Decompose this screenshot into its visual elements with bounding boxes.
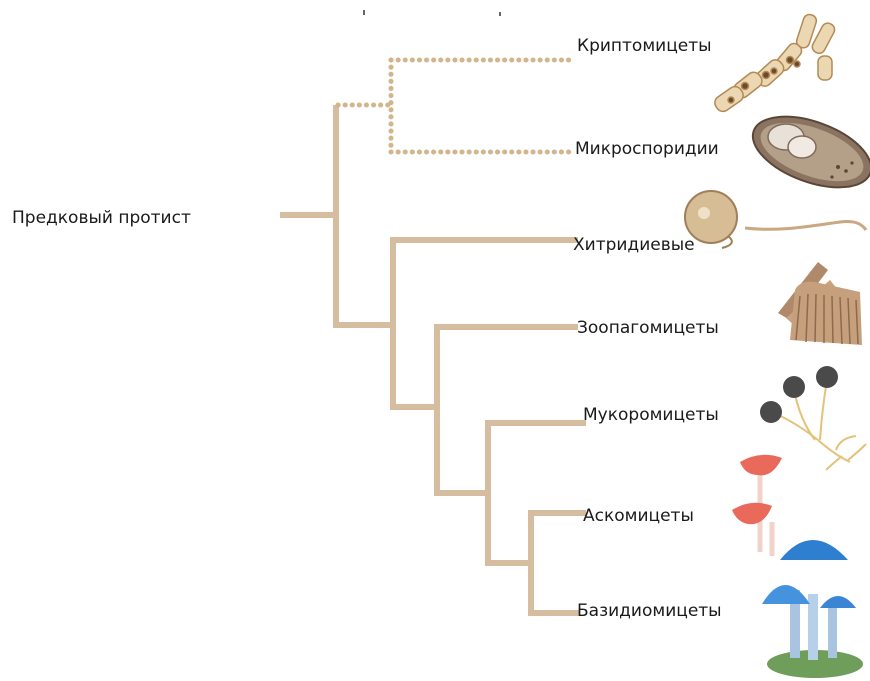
taxon-label-basidiomycota: Базидиомицеты	[577, 601, 722, 621]
ascomycota-illustration	[732, 454, 782, 556]
taxon-label-cryptomycota: Криптомицеты	[577, 36, 712, 56]
mucoromycota-illustration	[760, 366, 867, 471]
taxon-label-mucoromycota: Мукоромицеты	[583, 405, 719, 425]
taxon-label-microsporidia: Микроспоридии	[575, 139, 719, 159]
taxon-label-chytridiomycota: Хитридиевые	[573, 235, 695, 255]
top-marks	[363, 10, 501, 16]
taxon-label-zoopagomycota: Зоопагомицеты	[577, 318, 719, 338]
root-label: Предковый протист	[12, 208, 191, 228]
basidiomycota-illustration	[762, 540, 863, 678]
zoopagomycota-illustration	[778, 262, 862, 345]
chytrid-illustration	[684, 190, 868, 249]
taxon-label-ascomycota: Аскомицеты	[583, 506, 694, 526]
cryptomycota-illustration	[714, 13, 836, 113]
microsporidia-illustration	[751, 115, 870, 189]
